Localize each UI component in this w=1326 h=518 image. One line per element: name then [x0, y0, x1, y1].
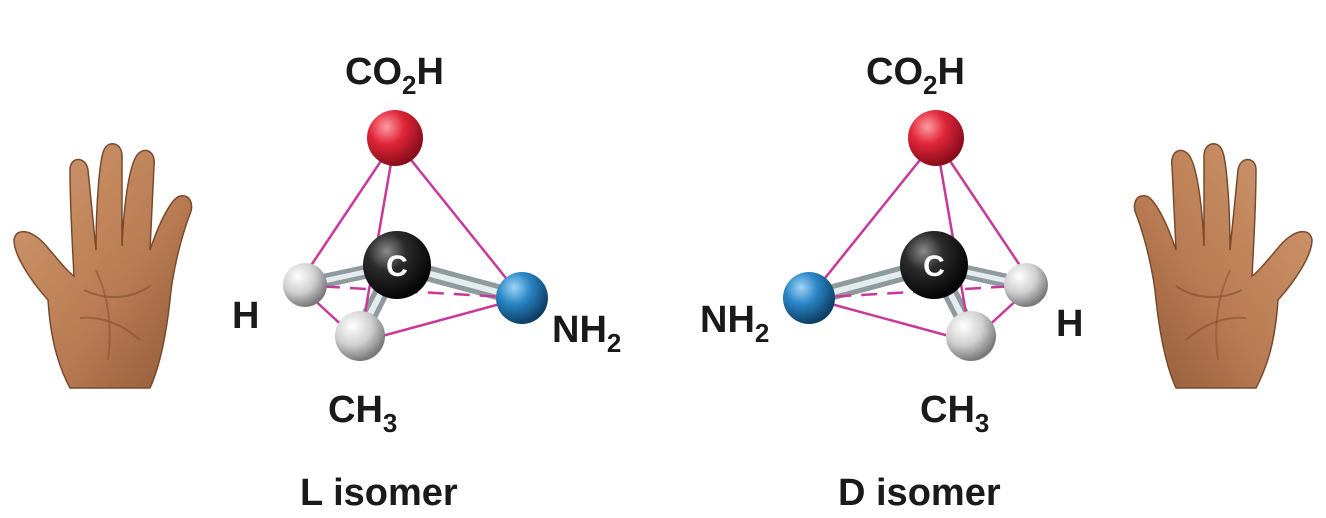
hydrogen-atom	[335, 311, 385, 361]
nitrogen-atom	[783, 272, 835, 324]
right-group-label: H	[1056, 303, 1083, 345]
oxygen-atom	[367, 110, 423, 166]
l-isomer-molecule: C CO2H H NH2 CH3 L isomer	[232, 51, 621, 514]
carbon-atom	[900, 231, 968, 299]
l-isomer-caption: L isomer	[300, 472, 458, 514]
nitrogen-atom	[496, 272, 548, 324]
bottom-group-label: CH3	[328, 389, 397, 438]
left-group-label: H	[232, 295, 259, 337]
hydrogen-atom	[946, 311, 996, 361]
carbon-symbol: C	[386, 250, 408, 283]
left-hand-image	[13, 142, 193, 389]
right-group-label: NH2	[552, 309, 621, 358]
top-group-label: CO2H	[866, 51, 965, 100]
hydrogen-atom	[1004, 263, 1048, 307]
carbon-symbol: C	[923, 250, 945, 283]
d-isomer-molecule: C CO2H NH2 H CH3 D isomer	[700, 51, 1083, 514]
oxygen-atom	[908, 110, 964, 166]
right-hand-image	[1133, 142, 1313, 389]
top-group-label: CO2H	[345, 51, 444, 100]
hydrogen-atom	[283, 263, 327, 307]
d-isomer-caption: D isomer	[838, 472, 1001, 514]
bottom-group-label: CH3	[920, 389, 989, 438]
carbon-atom	[363, 231, 431, 299]
left-group-label: NH2	[700, 299, 769, 348]
